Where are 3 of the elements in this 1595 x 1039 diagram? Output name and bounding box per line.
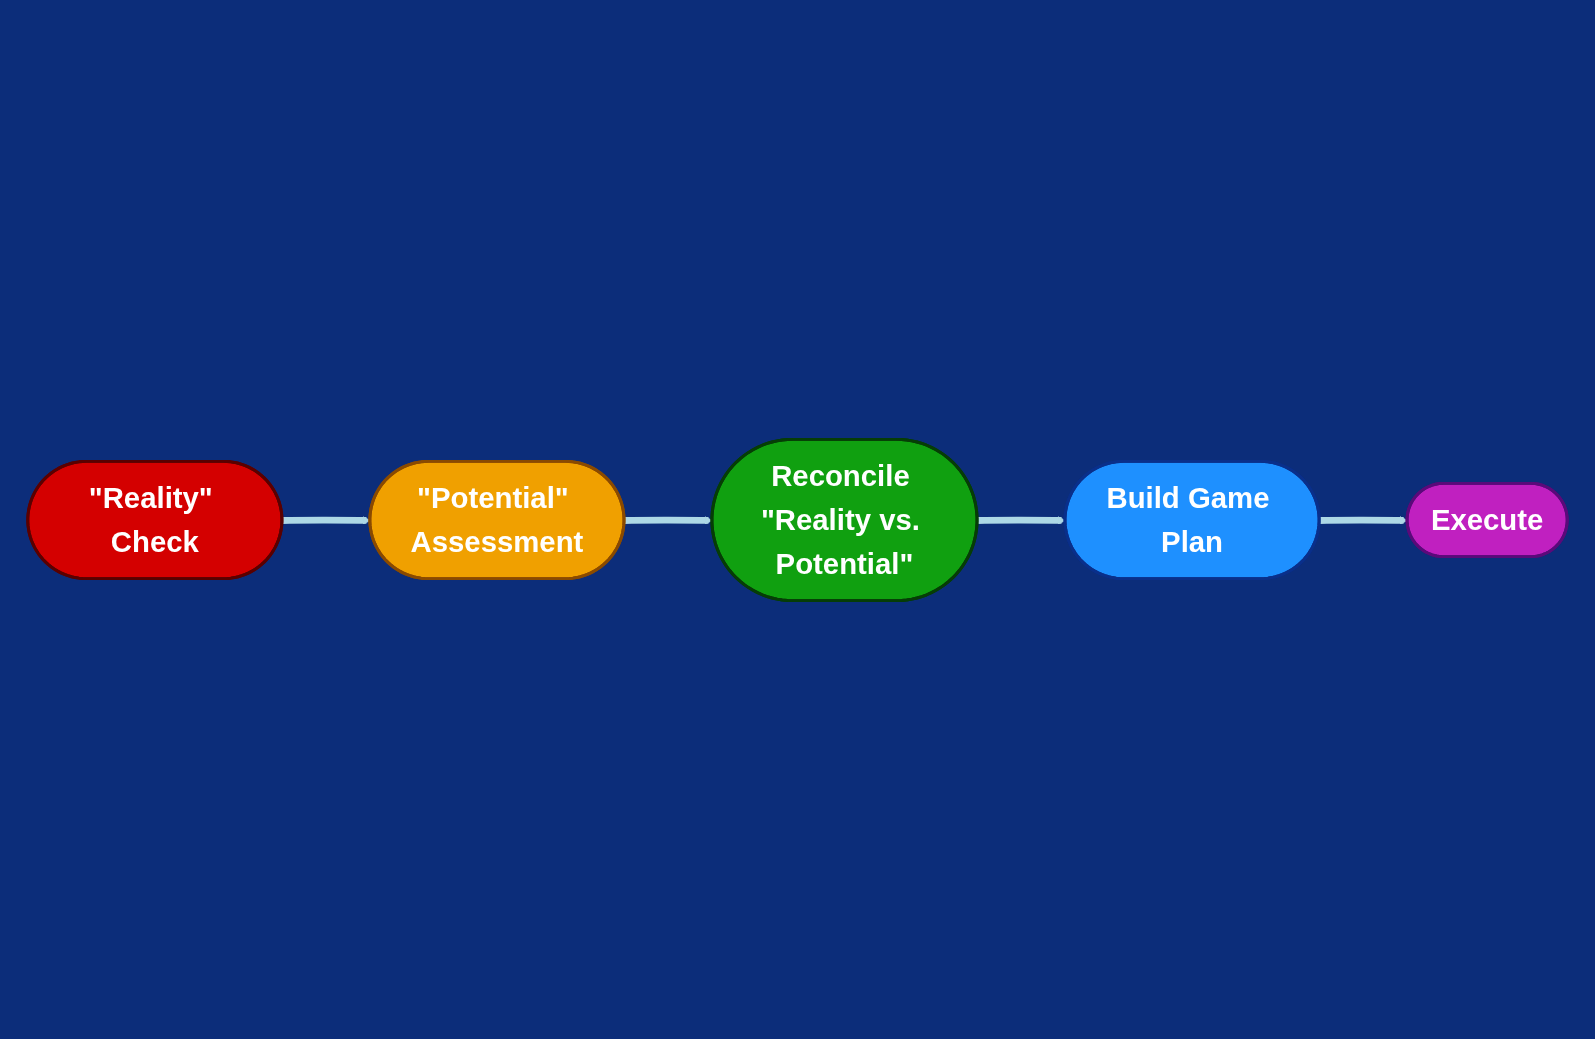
arrow [282, 515, 371, 525]
arrow [1319, 515, 1408, 525]
arrow [977, 515, 1066, 525]
